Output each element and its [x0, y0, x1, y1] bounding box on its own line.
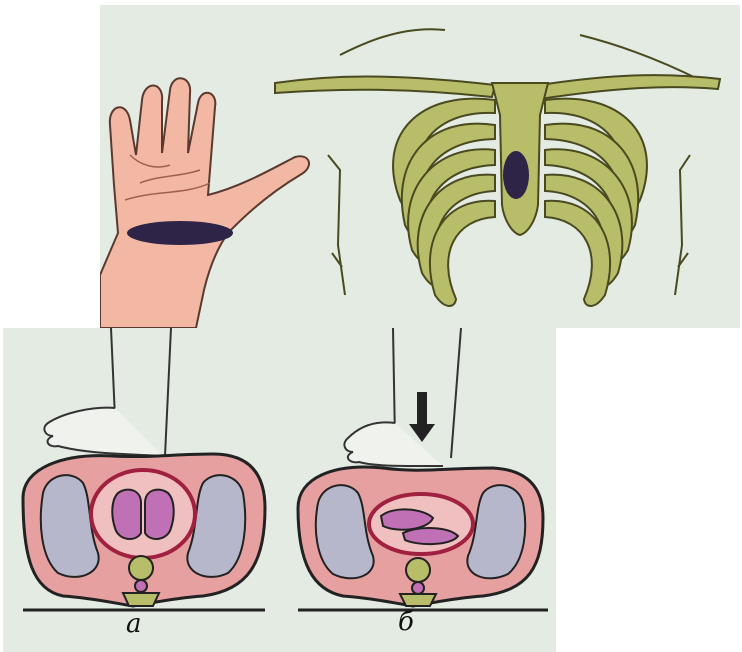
heart-chamber-left-a	[112, 490, 141, 539]
cross-section-panel	[3, 328, 556, 652]
pressure-point-palm	[127, 221, 233, 245]
hand-a	[44, 408, 163, 456]
chest-cross-sections	[3, 328, 556, 652]
caption-b: б	[398, 607, 414, 637]
hand-ribcage-illustration	[100, 5, 740, 328]
caption-a: а	[126, 609, 142, 639]
heart-chamber-right-a	[145, 490, 174, 539]
rib-cage-illustration	[275, 29, 720, 306]
hand-and-ribcage-panel	[100, 5, 740, 328]
cross-section-a	[23, 328, 265, 610]
hand-palm-illustration	[100, 78, 309, 328]
heart-chamber-right-b	[403, 528, 458, 544]
cross-section-b	[298, 328, 548, 610]
pressure-point-sternum	[503, 151, 529, 199]
compression-arrow-icon	[409, 392, 435, 442]
